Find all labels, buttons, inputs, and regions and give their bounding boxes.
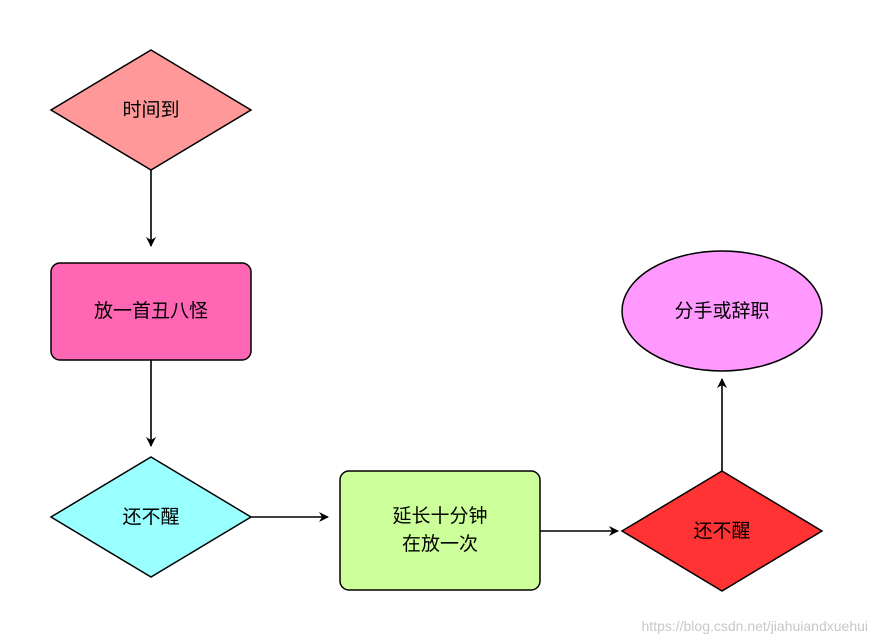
diamond-shape <box>49 456 253 578</box>
node-extend: 延长十分钟 在放一次 <box>339 470 541 591</box>
node-label: 放一首丑八怪 <box>94 300 208 322</box>
node-play-song: 放一首丑八怪 <box>50 262 252 361</box>
node-still-asleep-1: 还不醒 <box>49 456 253 578</box>
node-label: 分手或辞职 <box>674 300 769 322</box>
node-label-line1: 延长十分钟 <box>392 505 487 527</box>
process-box <box>50 262 252 361</box>
node-label: 还不醒 <box>693 520 750 542</box>
terminal-ellipse <box>621 250 823 372</box>
node-label-line2: 在放一次 <box>402 533 478 555</box>
watermark: https://blog.csdn.net/jiahuiandxuehui <box>641 618 869 634</box>
node-breakup: 分手或辞职 <box>621 250 823 372</box>
edges <box>146 170 727 536</box>
node-still-asleep-2: 还不醒 <box>620 470 824 592</box>
node-label: 还不醒 <box>122 506 179 528</box>
node-label: 时间到 <box>122 99 179 121</box>
process-box <box>339 470 541 591</box>
diamond-shape <box>620 470 824 592</box>
node-time-up: 时间到 <box>49 49 253 171</box>
diamond-shape <box>49 49 253 171</box>
